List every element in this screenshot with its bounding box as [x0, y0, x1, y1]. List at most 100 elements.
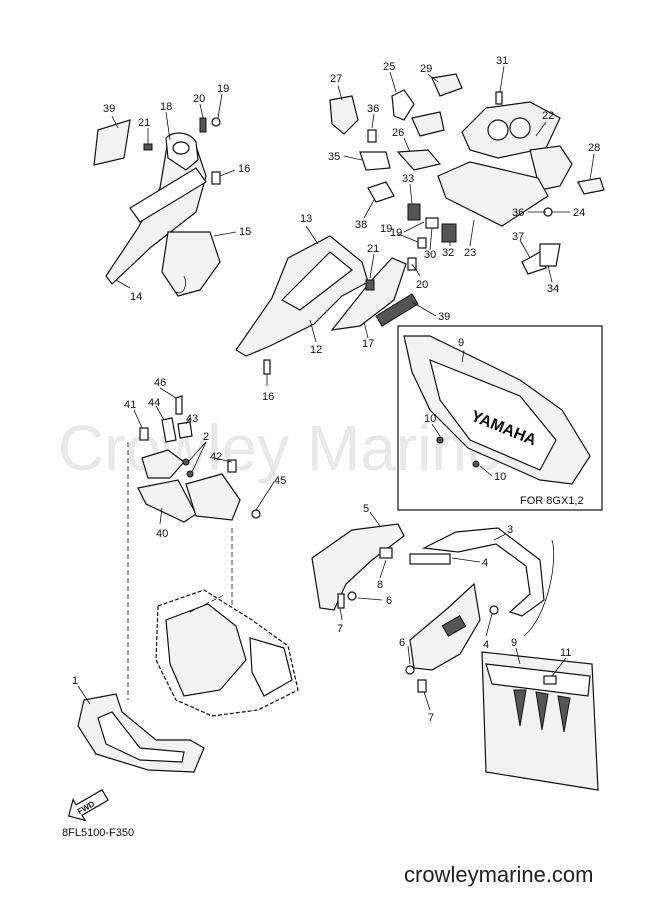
- frame-section: [165, 603, 247, 697]
- callout-label: 21: [138, 117, 150, 129]
- part-35-bracket: [359, 151, 391, 171]
- callout-label: 6: [386, 595, 392, 607]
- callout-label: 43: [186, 413, 198, 425]
- callout-label: 42: [210, 451, 222, 463]
- part-2-bracket: [141, 449, 185, 479]
- callout-label: 3: [507, 524, 513, 536]
- part-group-brackets: [127, 387, 275, 700]
- part-6-bolt-b: [405, 665, 415, 675]
- callout-label: 5: [363, 503, 369, 515]
- part-19-bolt: [211, 117, 221, 127]
- callout-label: 36: [512, 207, 524, 219]
- callout-label: 38: [355, 219, 367, 231]
- callout-label: 21: [367, 243, 379, 255]
- part-33-switch: [407, 203, 421, 221]
- callout-label: 8: [377, 579, 383, 591]
- part-group-meter-panel: [329, 65, 605, 283]
- callout-label: 16: [238, 163, 250, 175]
- part-43-clip: [177, 421, 193, 439]
- inset-label: FOR 8GX1,2: [520, 495, 584, 507]
- part-41-bolt: [139, 427, 149, 441]
- callout-label: 31: [496, 55, 508, 67]
- part-10-rivet: [472, 460, 480, 468]
- callout-label: 24: [573, 207, 585, 219]
- part-15-cover: [161, 231, 221, 297]
- callout-label: 1: [72, 675, 78, 687]
- callout-label: 4: [482, 557, 488, 569]
- callout-label: 13: [300, 213, 312, 225]
- part-46-bolt: [175, 395, 183, 415]
- watermark: Crowley Marine: [58, 412, 503, 484]
- part-36-screw: [367, 129, 377, 143]
- diagram-code: 8FL5100-F350: [62, 827, 134, 839]
- part-16-bolt: [211, 171, 221, 185]
- part-26-cover: [396, 149, 442, 171]
- callout-label: 12: [310, 344, 322, 356]
- part-31-bolt: [495, 91, 503, 105]
- part-23-bracket: [437, 161, 549, 227]
- part-27-cover: [329, 95, 359, 135]
- part-34-bracket: [539, 243, 561, 267]
- callout-label: 34: [547, 283, 559, 295]
- callout-label: 41: [124, 399, 136, 411]
- part-6-bolt: [347, 591, 357, 601]
- part-group-main-cover: [235, 225, 437, 386]
- callout-label: 32: [442, 247, 454, 259]
- part-29-clip: [431, 73, 463, 97]
- fwd-arrow-icon: FWD: [67, 788, 109, 822]
- callout-label: 14: [130, 291, 142, 303]
- part-group-front-cover: [93, 93, 237, 297]
- part-4-rail: [409, 553, 451, 565]
- callout-label: 4: [483, 639, 489, 651]
- callout-label: 15: [239, 226, 251, 238]
- callout-label: 17: [362, 338, 374, 350]
- callout-label: 19: [380, 223, 392, 235]
- callout-label: 36: [367, 103, 379, 115]
- part-19-bolt: [417, 237, 427, 249]
- part-8-clip: [379, 547, 393, 559]
- callout-label: 33: [402, 173, 414, 185]
- part-40-plate: [137, 479, 197, 523]
- callout-label: 39: [438, 311, 450, 323]
- callout-label: 9: [511, 637, 517, 649]
- callout-label: 23: [464, 247, 476, 259]
- part-38-clip: [367, 181, 395, 203]
- callout-label: 46: [154, 377, 166, 389]
- callout-label: 22: [542, 110, 554, 122]
- callout-label: 20: [193, 93, 205, 105]
- callout-label: 35: [328, 151, 340, 163]
- callout-label: 9: [458, 337, 464, 349]
- part-26b-cover: [411, 111, 445, 137]
- part-20-screw: [199, 117, 207, 133]
- callout-label: 28: [588, 142, 600, 154]
- callout-label: 39: [103, 103, 115, 115]
- callout-label: 19: [217, 83, 229, 95]
- part-group-frame: [77, 589, 299, 773]
- callout-label: 29: [420, 63, 432, 75]
- part-3-bar: [421, 527, 545, 617]
- callout-label: 20: [416, 279, 428, 291]
- callout-label: 45: [274, 475, 286, 487]
- callout-label: 10: [424, 413, 436, 425]
- part-42-plate: [185, 473, 241, 521]
- callout-label: 40: [156, 528, 168, 540]
- part-44-clip: [161, 417, 177, 443]
- part-39-decal: [375, 293, 419, 327]
- callout-label: 26: [392, 127, 404, 139]
- part-21-clip: [365, 279, 375, 291]
- callout-label: 19: [390, 227, 402, 239]
- part-10-rivet: [436, 436, 444, 444]
- callout-label: 11: [560, 647, 571, 659]
- callout-label: 27: [330, 73, 342, 85]
- part-45-bolt: [227, 459, 237, 473]
- inset-8gx: YAMAHA FOR 8GX1,2: [397, 325, 603, 511]
- callout-label: 2: [203, 431, 209, 443]
- callout-label: 6: [399, 637, 405, 649]
- callout-label: 7: [337, 623, 343, 635]
- part-group-side-assembly: [311, 511, 599, 791]
- site-watermark: crowleymarine.com: [404, 862, 594, 887]
- part-5-side-cover: [311, 523, 405, 611]
- part-7-clip: [337, 593, 345, 609]
- part-16-bolt: [263, 359, 271, 375]
